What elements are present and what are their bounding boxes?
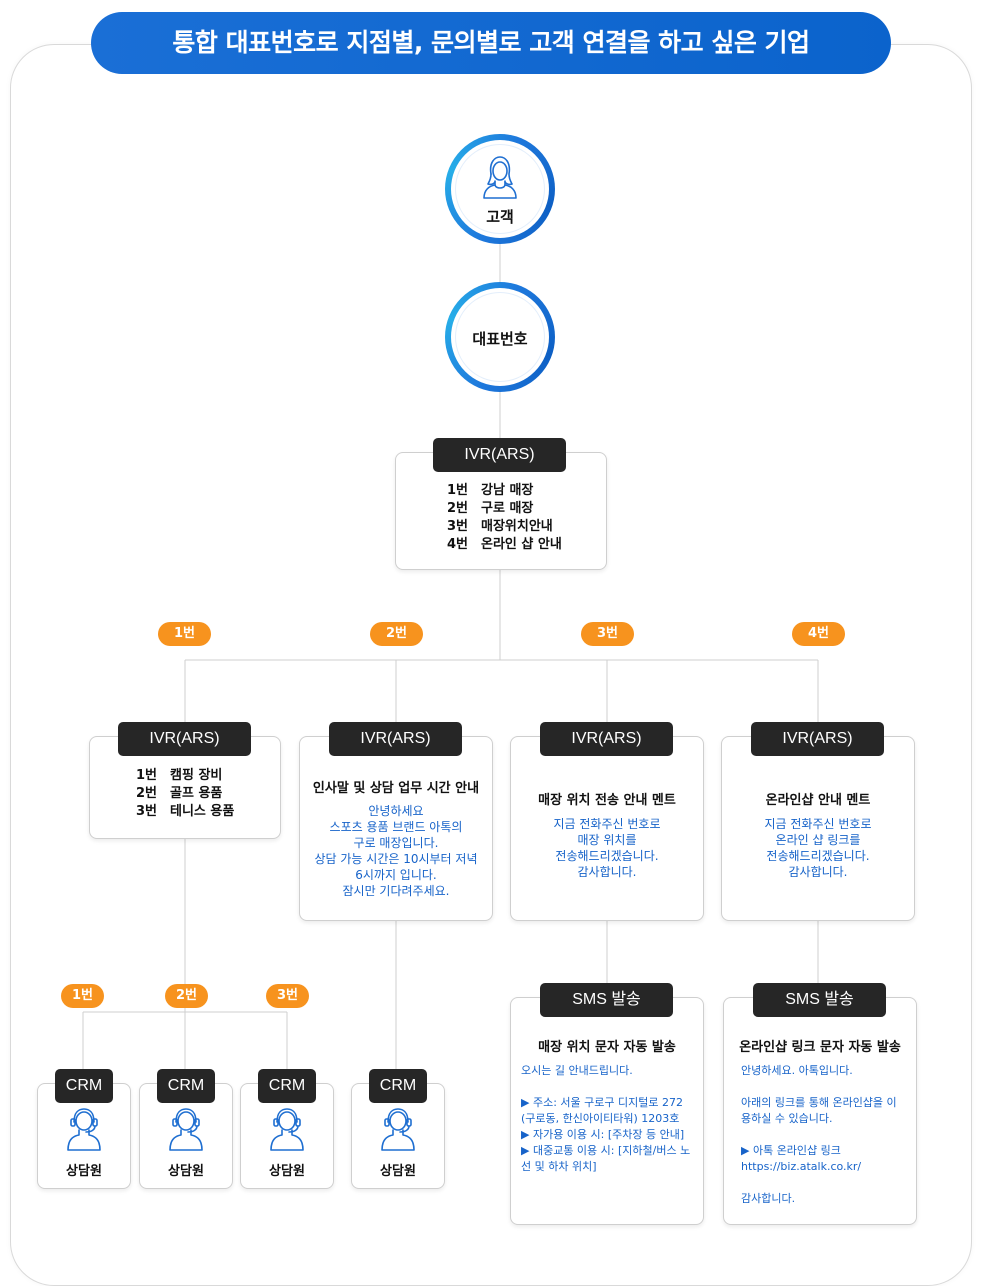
ivr-2-tag: IVR(ARS) (329, 722, 462, 756)
sms-4-tag: SMS 발송 (753, 983, 886, 1017)
sub-badge-2: 2번 (165, 984, 208, 1008)
body-line: 전송해드리겠습니다. (555, 849, 659, 863)
sms-3-tag: SMS 발송 (540, 983, 673, 1017)
menu-label: 골프 용품 (170, 786, 223, 801)
body-line: 감사합니다. (788, 865, 848, 879)
ivr-1-menu: 1번 캠핑 장비 2번 골프 용품 3번 테니스 용품 (136, 767, 234, 821)
main-number-label: 대표번호 (472, 330, 528, 348)
agent-headset-icon (67, 1108, 101, 1151)
menu-num: 2번 (136, 786, 158, 801)
ivr-4-body: 지금 전화주신 번호로 온라인 샵 링크를 전송해드리겠습니다. 감사합니다. (722, 816, 914, 880)
sms-3-title: 매장 위치 문자 자동 발송 (538, 1040, 676, 1055)
menu-num: 1번 (136, 768, 158, 783)
crm-tag-3: CRM (258, 1069, 316, 1103)
body-line: 지금 전화주신 번호로 (764, 817, 872, 831)
branch-badge-3: 3번 (581, 622, 634, 646)
body-line: 감사합니다. (577, 865, 637, 879)
menu-label: 구로 매장 (481, 501, 534, 516)
menu-label: 캠핑 장비 (170, 768, 223, 783)
customer-label: 고객 (486, 208, 514, 226)
ivr-main-tag: IVR(ARS) (433, 438, 566, 472)
menu-num: 3번 (136, 804, 158, 819)
crm-agent-label: 상담원 (269, 1164, 305, 1179)
body-line: 상담 가능 시간은 10시부터 저녁 (314, 852, 478, 866)
sub-badge-1: 1번 (61, 984, 104, 1008)
crm-tag-2: CRM (157, 1069, 215, 1103)
body-line: 온라인 샵 링크를 (775, 833, 861, 847)
ivr-3-tag: IVR(ARS) (540, 722, 673, 756)
body-line: 6시까지 입니다. (355, 868, 437, 882)
menu-label: 온라인 샵 안내 (481, 537, 562, 552)
ivr-2-card: 인사말 및 상담 업무 시간 안내 안녕하세요 스포츠 용품 브랜드 아톡의 구… (299, 736, 493, 921)
body-line: 매장 위치를 (577, 833, 637, 847)
agent-headset-icon (381, 1108, 415, 1151)
body-line: 지금 전화주신 번호로 (553, 817, 661, 831)
ivr-2-body: 안녕하세요 스포츠 용품 브랜드 아톡의 구로 매장입니다. 상담 가능 시간은… (300, 803, 492, 899)
sms-4-card: 온라인샵 링크 문자 자동 발송 안녕하세요. 아톡입니다. 아래의 링크를 통… (723, 997, 917, 1225)
menu-label: 테니스 용품 (170, 804, 235, 819)
main-number-node: 대표번호 (445, 282, 555, 392)
body-line: 전송해드리겠습니다. (766, 849, 870, 863)
sms-3-body: 오시는 길 안내드립니다. ▶ 주소: 서울 구로구 디지털로 272 (구로동… (521, 1064, 691, 1173)
menu-num: 2번 (447, 501, 469, 516)
crm-agent-label: 상담원 (66, 1164, 102, 1179)
ivr-3-title: 매장 위치 전송 안내 멘트 (538, 793, 676, 808)
ivr-main-menu: 1번 강남 매장 2번 구로 매장 3번 매장위치안내 4번 온라인 샵 안내 (447, 482, 562, 554)
body-line: 스포츠 용품 브랜드 아톡의 (329, 820, 463, 834)
sms-4-title: 온라인샵 링크 문자 자동 발송 (739, 1040, 901, 1055)
sub-badge-3: 3번 (266, 984, 309, 1008)
menu-num: 3번 (447, 519, 469, 534)
ivr-4-tag: IVR(ARS) (751, 722, 884, 756)
body-line: 잠시만 기다려주세요. (342, 884, 450, 898)
ivr-1-tag: IVR(ARS) (118, 722, 251, 756)
sms-4-body: 안녕하세요. 아톡입니다. 아래의 링크를 통해 온라인샵을 이 용하실 수 있… (741, 1064, 897, 1205)
page-title: 통합 대표번호로 지점별, 문의별로 고객 연결을 하고 싶은 기업 (91, 12, 891, 74)
agent-headset-icon (169, 1108, 203, 1151)
branch-badge-4: 4번 (792, 622, 845, 646)
ivr-3-card: 매장 위치 전송 안내 멘트 지금 전화주신 번호로 매장 위치를 전송해드리겠… (510, 736, 704, 921)
menu-label: 매장위치안내 (481, 519, 553, 534)
connector-lines (82, 242, 819, 1070)
menu-label: 강남 매장 (481, 483, 534, 498)
body-line: 안녕하세요 (368, 804, 424, 818)
sms-3-card: 매장 위치 문자 자동 발송 오시는 길 안내드립니다. ▶ 주소: 서울 구로… (510, 997, 704, 1225)
crm-agent-label: 상담원 (380, 1164, 416, 1179)
customer-icon (483, 156, 517, 199)
ivr-2-title: 인사말 및 상담 업무 시간 안내 (312, 781, 480, 796)
crm-agent-label: 상담원 (168, 1164, 204, 1179)
menu-num: 4번 (447, 537, 469, 552)
customer-node: 고객 (445, 134, 555, 244)
ivr-4-title: 온라인샵 안내 멘트 (765, 793, 871, 808)
branch-badge-2: 2번 (370, 622, 423, 646)
body-line: 구로 매장입니다. (353, 836, 439, 850)
agent-headset-icon (270, 1108, 304, 1151)
branch-badge-1: 1번 (158, 622, 211, 646)
ivr-3-body: 지금 전화주신 번호로 매장 위치를 전송해드리겠습니다. 감사합니다. (511, 816, 703, 880)
crm-tag-1: CRM (55, 1069, 113, 1103)
crm-tag-4: CRM (369, 1069, 427, 1103)
ivr-4-card: 온라인샵 안내 멘트 지금 전화주신 번호로 온라인 샵 링크를 전송해드리겠습… (721, 736, 915, 921)
menu-num: 1번 (447, 483, 469, 498)
